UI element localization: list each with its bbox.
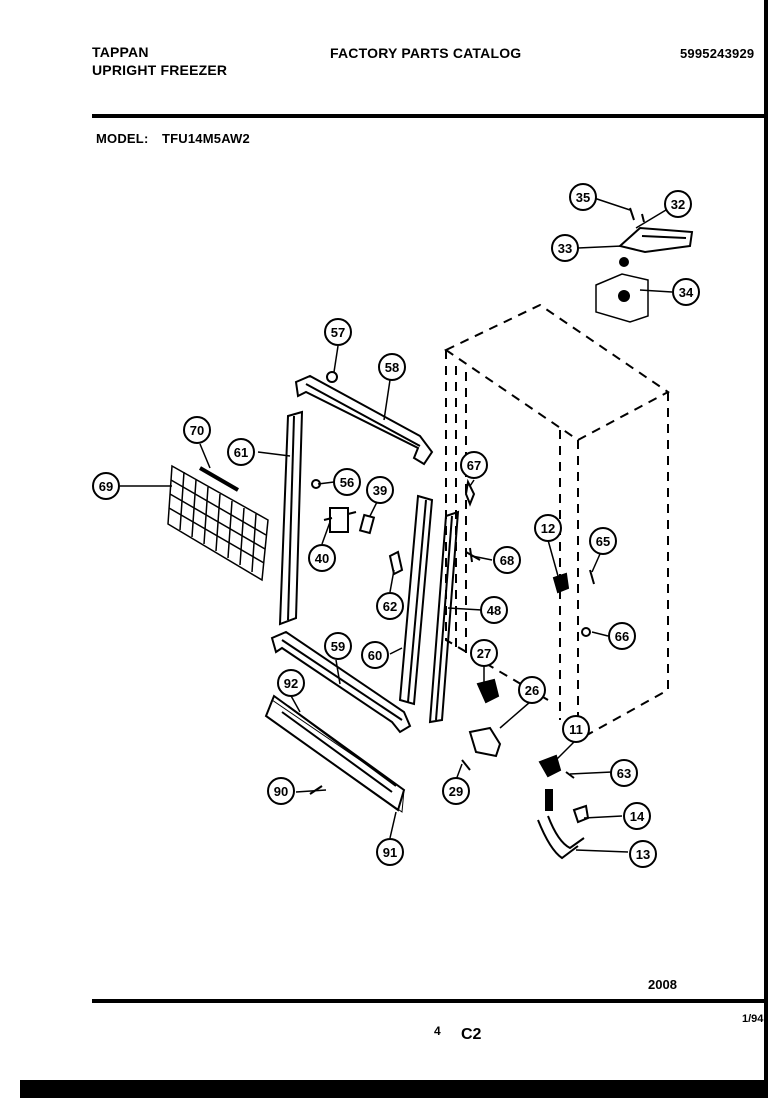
svg-text:29: 29 (449, 784, 463, 799)
drain-hose (537, 815, 585, 860)
callout-12: 12 (534, 514, 562, 542)
product-name: UPRIGHT FREEZER (92, 62, 228, 78)
model-label: MODEL: (96, 131, 149, 146)
catalog-title: FACTORY PARTS CATALOG (330, 45, 522, 61)
door-gasket-top (294, 374, 434, 466)
callout-57: 57 (324, 318, 352, 346)
callout-29: 29 (442, 777, 470, 805)
footer-rule (92, 999, 764, 1003)
svg-text:11: 11 (569, 722, 583, 737)
header-rule (92, 114, 764, 118)
svg-text:12: 12 (541, 521, 555, 536)
page-border-right (764, 0, 768, 1098)
callout-91: 91 (376, 838, 404, 866)
svg-text:66: 66 (615, 629, 629, 644)
svg-text:90: 90 (274, 784, 288, 799)
callout-90: 90 (267, 777, 295, 805)
brand-name: TAPPAN (92, 44, 149, 60)
callout-69: 69 (92, 472, 120, 500)
callout-56: 56 (333, 468, 361, 496)
door-gasket-bottom (270, 630, 412, 734)
callout-68: 68 (493, 546, 521, 574)
callout-balloons: 35 32 33 34 57 58 70 61 69 56 39 67 40 1… (92, 183, 700, 868)
callout-33: 33 (551, 234, 579, 262)
shelf-grille (167, 464, 269, 582)
callout-66: 66 (608, 622, 636, 650)
svg-text:57: 57 (331, 325, 345, 340)
callout-32: 32 (664, 190, 692, 218)
svg-text:91: 91 (383, 845, 397, 860)
svg-text:58: 58 (385, 360, 399, 375)
callout-40: 40 (308, 544, 336, 572)
hinge-assembly (595, 207, 694, 323)
svg-text:92: 92 (284, 676, 298, 691)
svg-text:32: 32 (671, 197, 685, 212)
callout-63: 63 (610, 759, 638, 787)
callout-35: 35 (569, 183, 597, 211)
callout-58: 58 (378, 353, 406, 381)
catalog-number: 5995243929 (680, 46, 755, 61)
svg-text:68: 68 (500, 553, 514, 568)
switch-part (329, 507, 349, 533)
svg-text:33: 33 (558, 241, 572, 256)
callout-39: 39 (366, 476, 394, 504)
callout-65: 65 (589, 527, 617, 555)
callout-13: 13 (629, 840, 657, 868)
figure-code: 2008 (648, 977, 677, 992)
callout-67: 67 (460, 451, 488, 479)
door-gasket-right (398, 494, 434, 706)
svg-text:34: 34 (679, 285, 694, 300)
svg-text:69: 69 (99, 479, 113, 494)
callout-61: 61 (227, 438, 255, 466)
svg-text:61: 61 (234, 445, 248, 460)
svg-text:13: 13 (636, 847, 650, 862)
svg-text:70: 70 (190, 423, 204, 438)
svg-text:56: 56 (340, 475, 354, 490)
callout-48: 48 (480, 596, 508, 624)
callout-62: 62 (376, 592, 404, 620)
callout-11: 11 (562, 715, 590, 743)
svg-text:63: 63 (617, 766, 631, 781)
svg-text:14: 14 (630, 809, 645, 824)
callout-59: 59 (324, 632, 352, 660)
door-gasket-left (278, 410, 304, 626)
callout-92: 92 (277, 669, 305, 697)
svg-text:59: 59 (331, 639, 345, 654)
svg-text:40: 40 (315, 551, 329, 566)
svg-text:26: 26 (525, 683, 539, 698)
page-number: 4 (434, 1024, 441, 1038)
callout-27: 27 (470, 639, 498, 667)
svg-text:48: 48 (487, 603, 501, 618)
section-code: C2 (461, 1026, 482, 1043)
svg-text:67: 67 (467, 458, 481, 473)
svg-text:39: 39 (373, 483, 387, 498)
svg-text:35: 35 (576, 190, 590, 205)
callout-26: 26 (518, 676, 546, 704)
svg-text:27: 27 (477, 646, 491, 661)
model-number: TFU14M5AW2 (162, 131, 250, 146)
revision-date: 1/94 (742, 1013, 764, 1025)
breaker-strip (428, 510, 460, 724)
callout-14: 14 (623, 802, 651, 830)
leader-lines (120, 197, 673, 853)
callout-34: 34 (672, 278, 700, 306)
svg-text:62: 62 (383, 599, 397, 614)
svg-text:60: 60 (368, 648, 382, 663)
door-panel (264, 694, 406, 813)
callout-70: 70 (183, 416, 211, 444)
callout-60: 60 (361, 641, 389, 669)
svg-text:65: 65 (596, 534, 610, 549)
page-border-bottom (20, 1080, 768, 1098)
